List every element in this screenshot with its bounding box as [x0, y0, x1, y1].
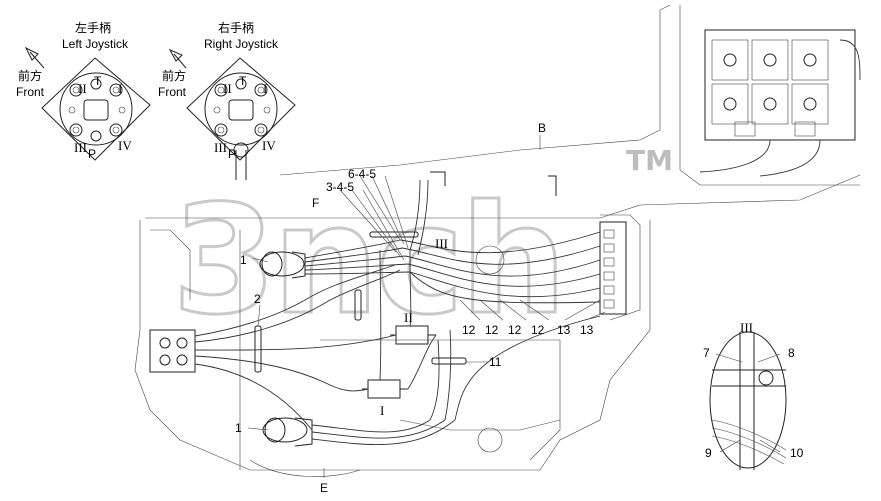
clamp-top	[369, 231, 419, 238]
detail-iii-title: III	[740, 320, 753, 335]
right-port-iv: IV	[262, 138, 276, 153]
callout-b: B	[538, 121, 546, 135]
callout-12-b: 12	[485, 323, 499, 337]
callout-roman-iii: III	[435, 236, 448, 251]
right-joystick-base: II T I III P IV 右手柄 Right Joystick 前方 Fr…	[158, 20, 296, 180]
callout-12-d: 12	[531, 323, 545, 337]
clamp-mid	[354, 289, 362, 321]
detail-label-10: 10	[790, 446, 804, 460]
watermark: 3nch TM	[171, 144, 673, 350]
left-port-ii: II	[78, 81, 87, 96]
detail-label-9: 9	[705, 446, 712, 460]
left-joystick-cn: 左手柄	[75, 20, 111, 35]
callout-e: E	[320, 481, 328, 495]
left-joystick-en: Left Joystick	[62, 37, 129, 51]
callout-13-a: 13	[557, 323, 571, 337]
clamp-11	[431, 357, 467, 365]
callout-12-c: 12	[508, 323, 522, 337]
right-front-en: Front	[158, 85, 187, 99]
callout-12-a: 12	[462, 323, 476, 337]
left-port-iv: IV	[118, 138, 132, 153]
hose-bundle	[194, 171, 601, 445]
callout-13-b: 13	[580, 323, 594, 337]
joystick-assembly-bottom	[262, 417, 313, 447]
left-port-p: P	[88, 147, 96, 161]
callout-6-4-5: 6-4-5	[348, 167, 376, 181]
right-port-iii: III	[214, 140, 227, 155]
control-valve-block	[699, 29, 861, 177]
left-front-cn: 前方	[18, 68, 42, 83]
right-joystick-cn: 右手柄	[218, 20, 254, 35]
left-port-t: T	[94, 74, 102, 88]
detail-label-8: 8	[788, 346, 795, 360]
right-front-cn: 前方	[162, 68, 186, 83]
watermark-text: 3nch	[172, 174, 563, 348]
right-port-ii: II	[223, 81, 232, 96]
callout-roman-ii: II	[404, 310, 413, 325]
callout-f: F	[312, 196, 319, 210]
left-front-en: Front	[16, 85, 45, 99]
left-port-iii: III	[74, 140, 87, 155]
frame-outline	[134, 4, 861, 477]
callout-2: 2	[254, 292, 261, 306]
right-connector-block	[599, 221, 627, 315]
detail-iii: III 7 8 9 10	[703, 320, 804, 470]
callout-roman-i: I	[380, 403, 384, 418]
callout-1-bottom: 1	[235, 421, 242, 435]
callout-1-top: 1	[240, 253, 247, 267]
left-manifold-block	[149, 329, 196, 373]
left-joystick-base: II T I III P IV 左手柄 Left Joystick 前方 Fro…	[16, 20, 151, 161]
left-port-i: I	[118, 81, 122, 96]
right-port-t: T	[239, 74, 247, 88]
watermark-tm: TM	[626, 144, 673, 177]
right-joystick-en: Right Joystick	[204, 37, 279, 51]
right-port-p: P	[228, 147, 236, 161]
valve-block-i	[362, 379, 408, 399]
leader-lines	[247, 135, 606, 478]
callout-11: 11	[489, 355, 502, 369]
right-port-i: I	[263, 81, 267, 96]
joystick-assembly-top	[259, 251, 306, 279]
callout-labels: B E F 6-4-5 3-4-5 1 1 2 I II III 11 12 1…	[235, 121, 594, 495]
callout-3-4-5: 3-4-5	[326, 180, 354, 194]
detail-label-7: 7	[703, 346, 710, 360]
